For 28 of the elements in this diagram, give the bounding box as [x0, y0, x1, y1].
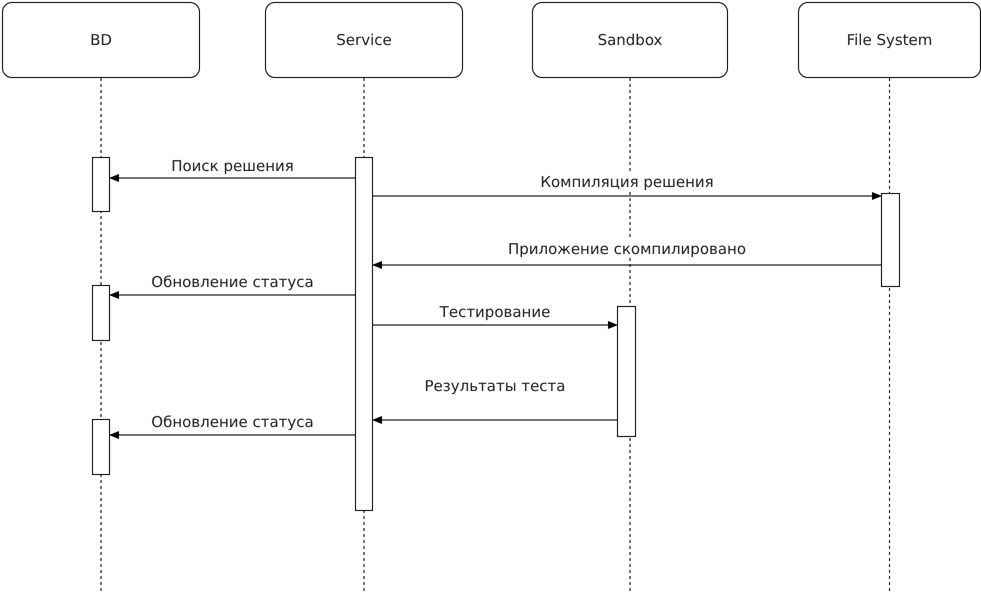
activation-bar: [617, 306, 636, 437]
participant-box: [798, 2, 981, 78]
edge-label: Обновление статуса: [150, 413, 315, 431]
edge-label: Результаты теста: [424, 377, 566, 395]
message-arrow: [372, 416, 618, 424]
message-arrow: [372, 261, 882, 269]
participant-name: File System: [846, 31, 932, 49]
edge-label: Обновление статуса: [150, 273, 315, 291]
participant-name: Service: [336, 31, 392, 49]
participant-box: [265, 2, 463, 78]
edge-label: Приложение скомпилировано: [507, 240, 747, 258]
participant-name: Sandbox: [598, 31, 662, 49]
message-arrow: [109, 291, 356, 299]
message-arrow: [109, 431, 356, 439]
message-arrow: [372, 321, 618, 329]
participant-name: BD: [90, 31, 112, 49]
edge-label: Поиск решения: [170, 157, 295, 175]
edge-label: Тестирование: [438, 303, 552, 321]
activation-bar: [92, 157, 110, 212]
participant-box: [2, 2, 200, 78]
activation-bar: [92, 419, 110, 475]
edge-label: Компиляция решения: [539, 173, 715, 191]
activation-bar: [92, 285, 110, 341]
activation-bar: [355, 157, 373, 511]
message-arrow: [372, 192, 882, 200]
participant-box: [532, 2, 728, 78]
message-arrow: [109, 174, 356, 182]
activation-bar: [881, 193, 900, 287]
